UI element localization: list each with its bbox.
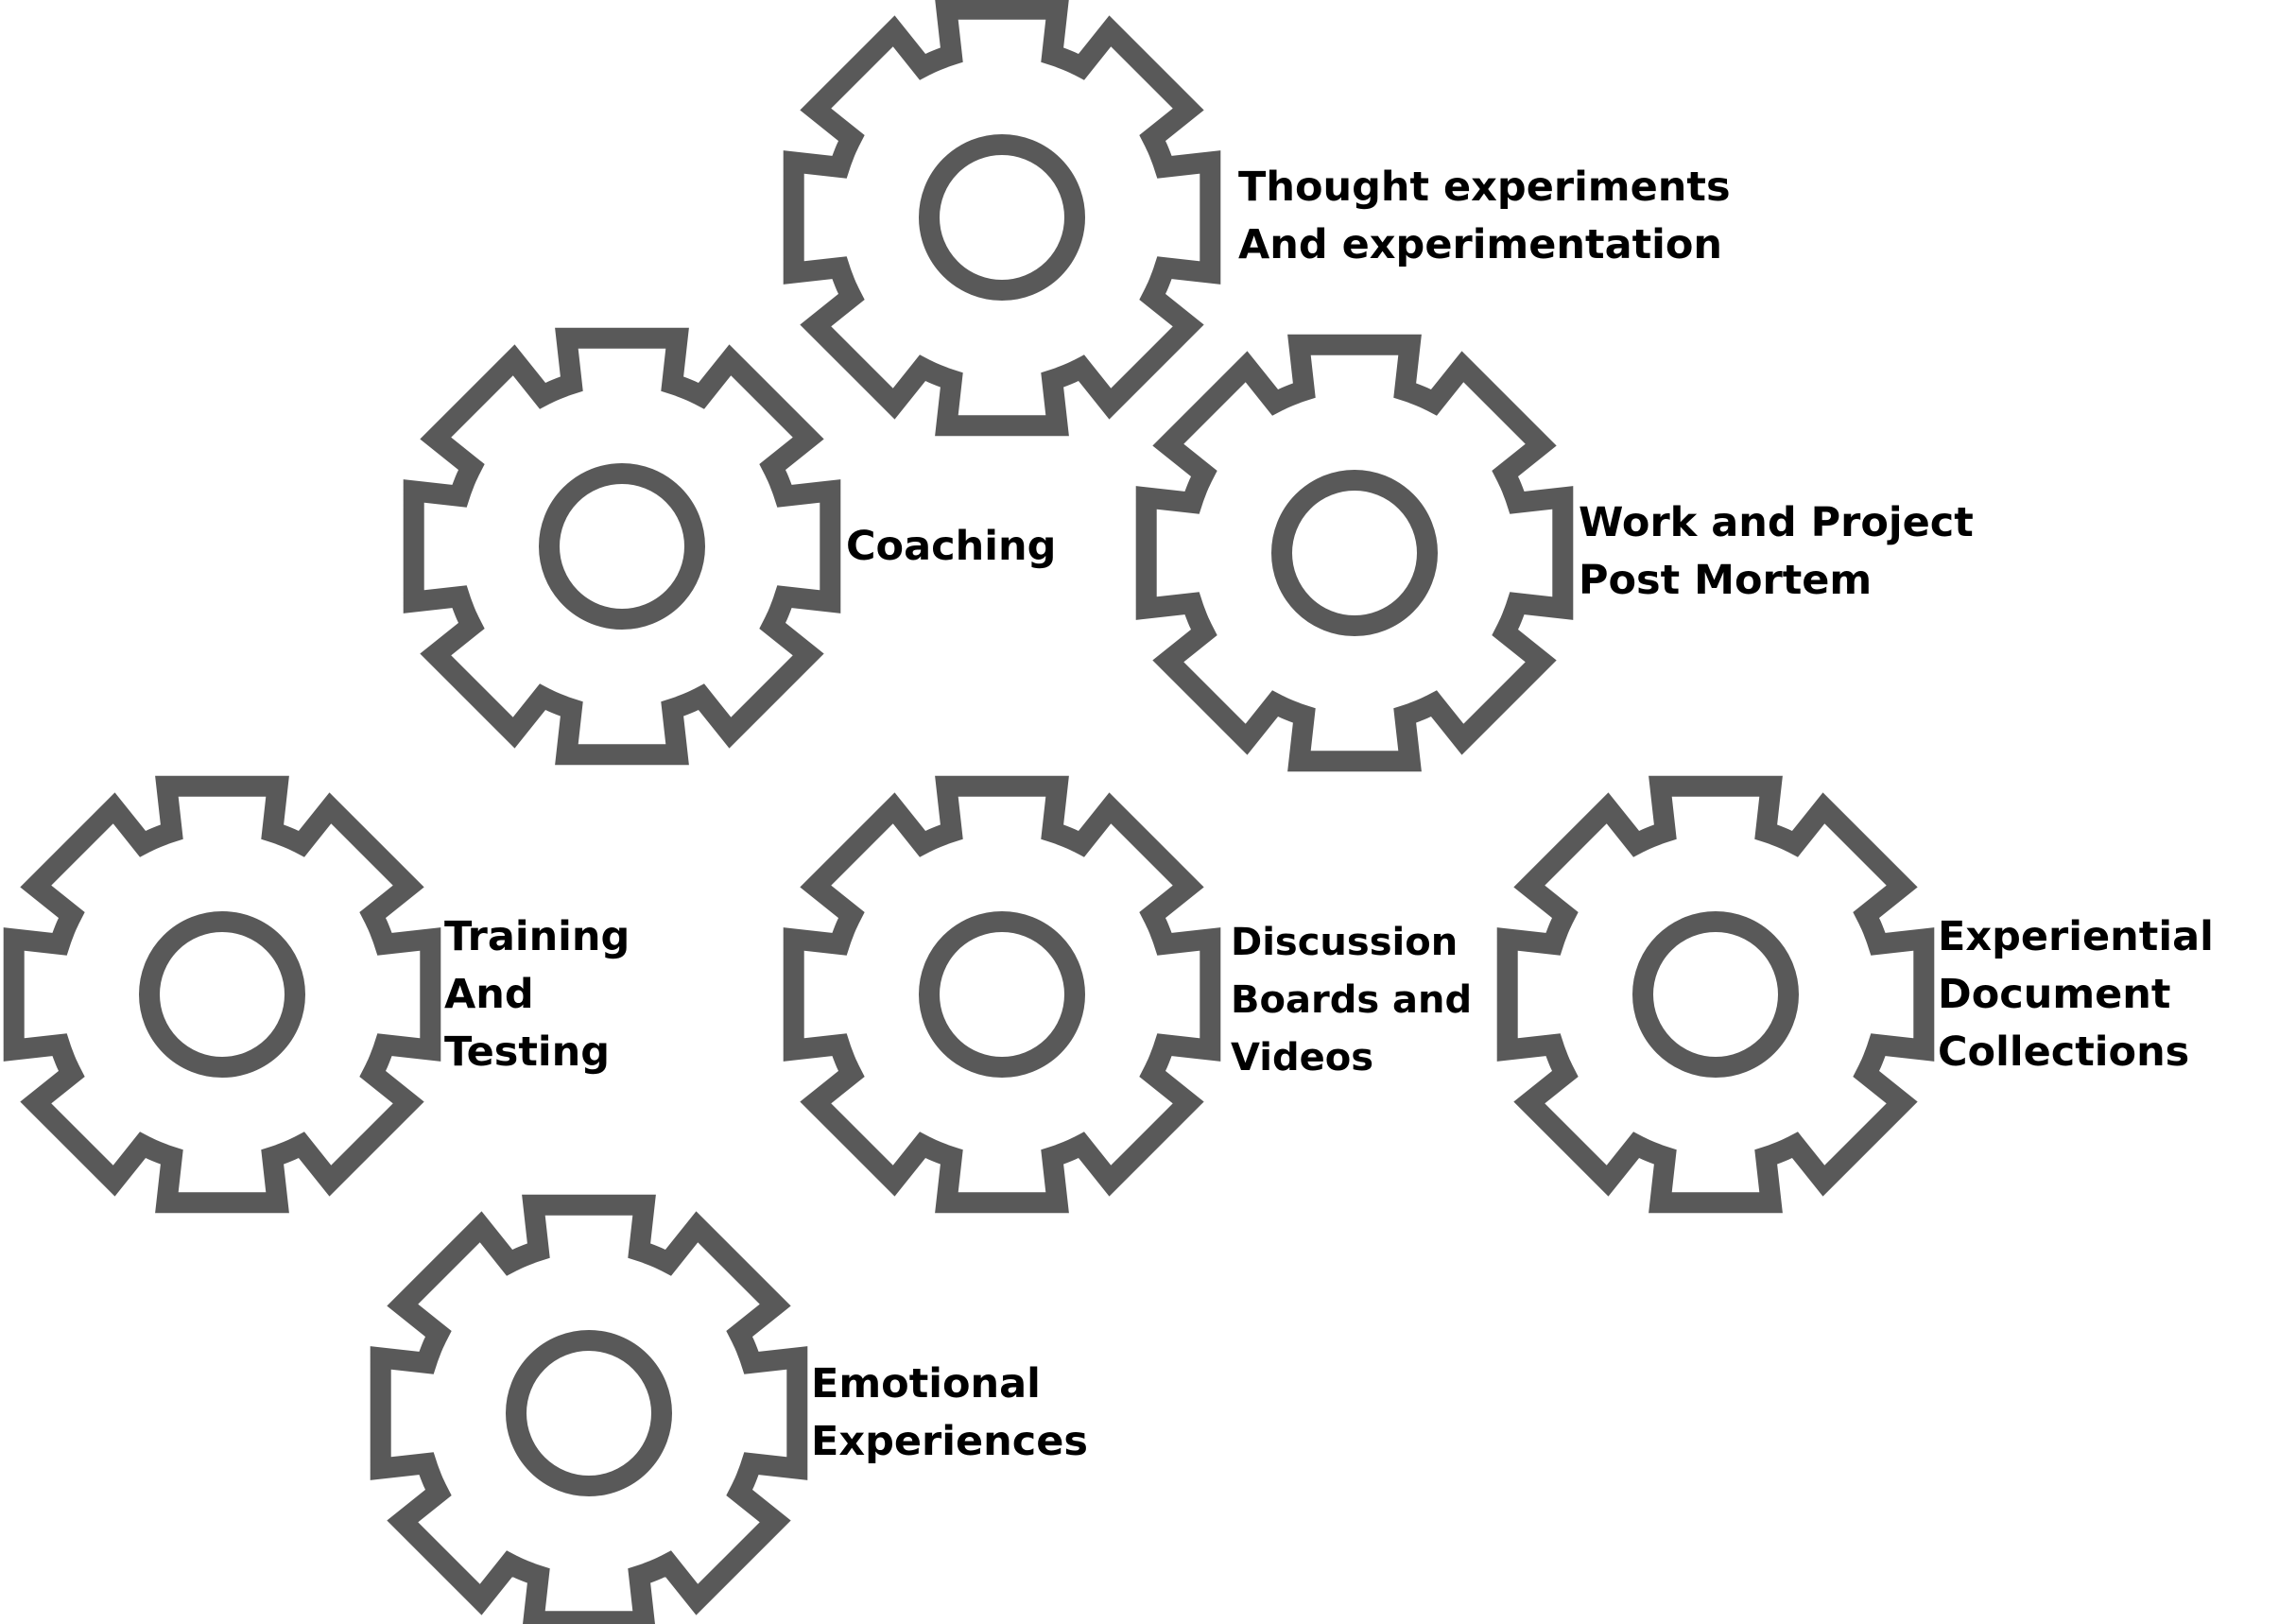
gear-hub-circle [539,463,705,630]
label-line: Boards and [1231,978,1472,1022]
gear-postmortem: Work and Project Post Mortem [1135,334,1988,772]
gear-coaching: Coaching [403,327,1056,766]
label-line: Emotional [811,1360,1041,1408]
gear-thought: Thought experiments And experimentation [783,0,1745,437]
gear-hub-circle [1632,911,1799,1078]
gear-icon [3,775,441,1214]
gear-label-coaching: Coaching [846,523,1056,570]
gear-label-training: Training And Testing [444,913,644,1076]
label-line: Thought experiments [1238,164,1731,211]
gear-icon [783,0,1221,437]
gear-label-experiential: Experiential Document Collections [1938,913,2228,1076]
gear-hub-circle [1271,470,1438,636]
label-line: Document [1938,971,2170,1018]
gear-hub-circle [506,1330,672,1496]
label-line: Work and Project [1579,499,1974,546]
gear-icon [783,775,1221,1214]
gear-hub-circle [919,911,1085,1078]
gear-icon [403,327,841,766]
gear-icon [1135,334,1574,772]
gear-icon [370,1194,808,1624]
label-line: Coaching [846,523,1056,570]
gear-label-postmortem: Work and Project Post Mortem [1579,499,1988,604]
label-line: Experiential [1938,913,2214,960]
gear-icon [1496,775,1935,1214]
gear-emotional: Emotional Experiences [370,1194,1088,1624]
label-line: And experimentation [1238,221,1722,268]
gear-experiential: Experiential Document Collections [1496,775,2228,1214]
gear-label-discussion: Discussion Boards and Videos [1231,921,1485,1080]
label-line: Post Mortem [1579,557,1872,604]
gear-hub-circle [139,911,305,1078]
label-line: And [444,971,534,1018]
label-line: Collections [1938,1028,2189,1076]
label-line: Experiences [811,1418,1088,1465]
gear-training: Training And Testing [3,775,644,1214]
gear-discussion: Discussion Boards and Videos [783,775,1485,1214]
label-line: Testing [444,1028,610,1076]
gear-label-thought: Thought experiments And experimentation [1238,164,1745,268]
gear-hub-circle [919,134,1085,301]
label-line: Training [444,913,630,960]
gear-label-emotional: Emotional Experiences [811,1360,1088,1465]
label-line: Videos [1231,1036,1373,1080]
label-line: Discussion [1231,921,1458,964]
